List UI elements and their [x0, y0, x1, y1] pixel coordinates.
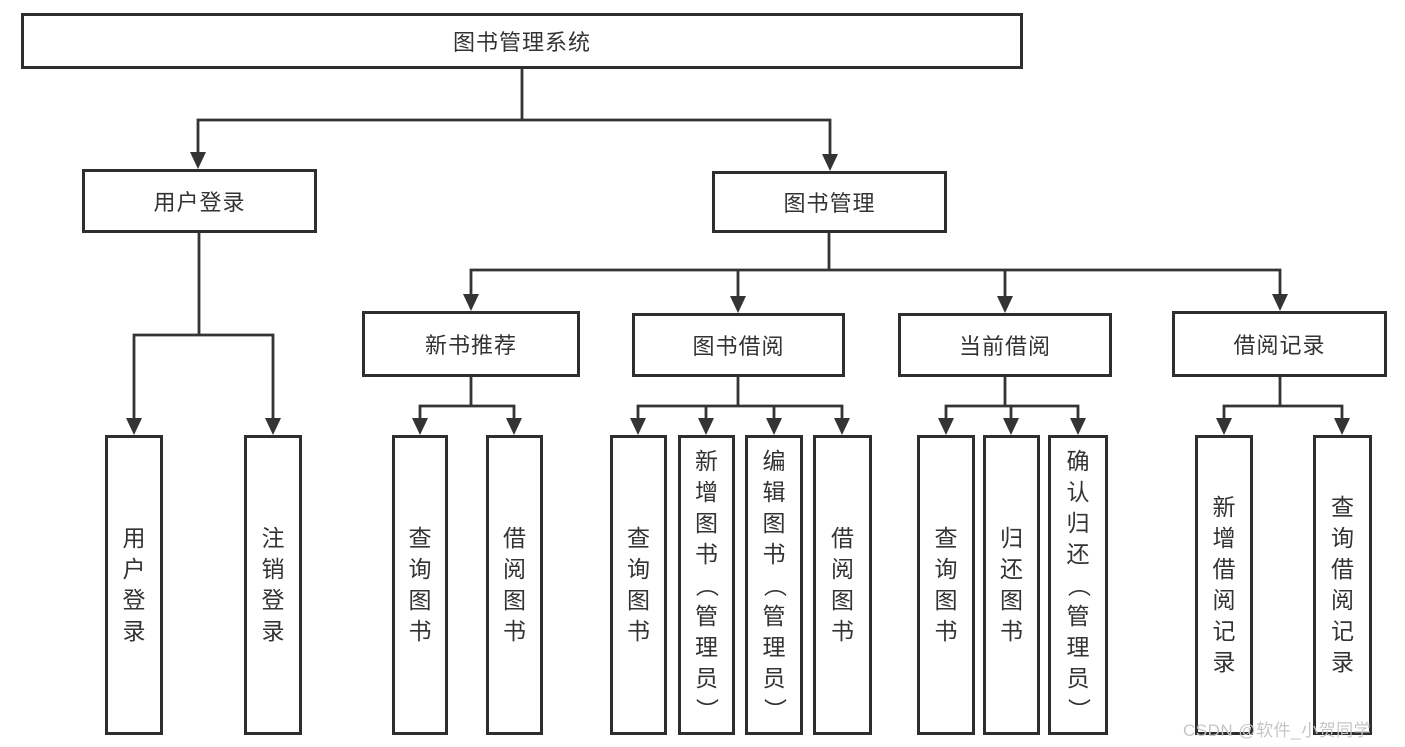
node-new-book-recommend-label: 新书推荐 [424, 333, 517, 358]
leaf-borrowing-borrow-books: 借阅图书 [813, 435, 872, 735]
node-borrowing-records-label: 借阅记录 [1233, 333, 1326, 358]
leaf-borrowing-query-books: 查询图书 [610, 435, 667, 735]
csdn-watermark: CSDN @软件_小贺同学 [1183, 721, 1372, 740]
node-book-borrowing: 图书借阅 [632, 313, 845, 377]
leaf-current-query-books: 查询图书 [917, 435, 975, 735]
node-root-system: 图书管理系统 [21, 13, 1023, 69]
arrowheads [126, 152, 1350, 435]
leaf-current-return-books: 归还图书 [983, 435, 1040, 735]
node-user-login: 用户登录 [82, 169, 317, 233]
leaf-user-login: 用户登录 [105, 435, 163, 735]
leaf-borrowing-edit-books-admin: 编辑图书（管理员） [745, 435, 803, 735]
leaf-records-query-record: 查询借阅记录 [1313, 435, 1372, 735]
leaf-records-add-record: 新增借阅记录 [1195, 435, 1253, 735]
node-borrowing-records: 借阅记录 [1172, 311, 1387, 377]
tree-edges [132, 68, 1344, 421]
node-book-management: 图书管理 [712, 171, 947, 233]
node-new-book-recommend: 新书推荐 [362, 311, 580, 377]
node-current-borrowing-label: 当前借阅 [958, 334, 1051, 359]
node-user-login-label: 用户登录 [153, 190, 246, 215]
node-book-management-label: 图书管理 [783, 191, 876, 216]
node-current-borrowing: 当前借阅 [898, 313, 1112, 377]
leaf-recommend-borrow-books: 借阅图书 [486, 435, 543, 735]
leaf-logout: 注销登录 [244, 435, 302, 735]
node-root-label: 图书管理系统 [452, 30, 591, 55]
leaf-recommend-query-books: 查询图书 [392, 435, 448, 735]
leaf-current-confirm-return-admin: 确认归还（管理员） [1048, 435, 1108, 735]
leaf-borrowing-add-books-admin: 新增图书（管理员） [678, 435, 735, 735]
node-book-borrowing-label: 图书借阅 [692, 334, 785, 359]
